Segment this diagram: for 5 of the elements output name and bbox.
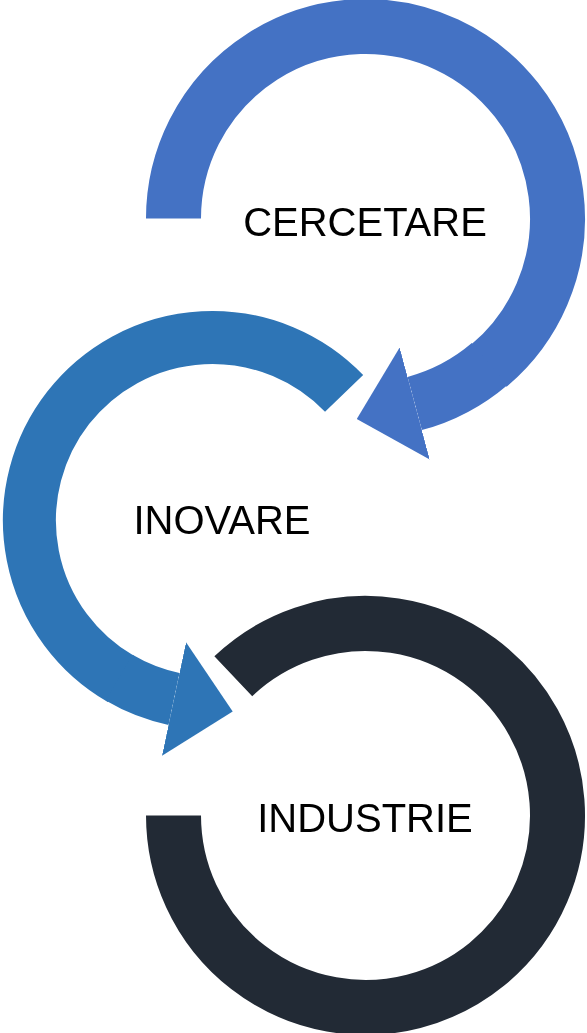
arrow bbox=[106, 642, 233, 756]
stage-label: CERCETARE bbox=[243, 199, 487, 245]
arrow bbox=[357, 342, 507, 459]
stage-label: INOVARE bbox=[133, 497, 311, 543]
stage-label: INDUSTRIE bbox=[257, 795, 473, 841]
